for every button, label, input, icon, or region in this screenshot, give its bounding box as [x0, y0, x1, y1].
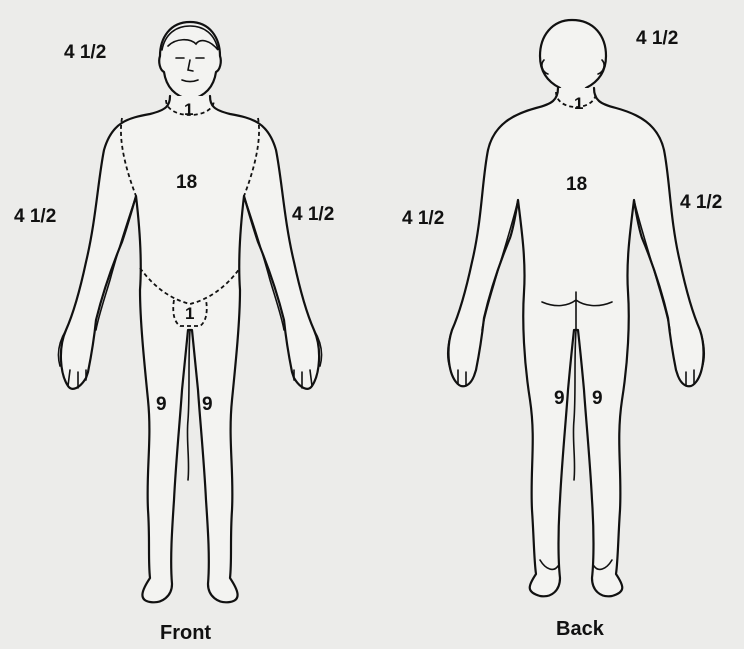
front-leg-divider [187, 330, 190, 480]
back-head-percent: 4 1/2 [636, 28, 678, 50]
front-genital-percent: 1 [185, 304, 194, 324]
back-right-leg-percent: 9 [592, 388, 603, 410]
front-neck-percent: 1 [184, 100, 193, 120]
front-left-leg-percent: 9 [156, 394, 167, 416]
back-leg-divider [573, 330, 576, 480]
back-left-arm-percent: 4 1/2 [402, 208, 444, 230]
front-right-arm-percent: 4 1/2 [292, 204, 334, 226]
front-left-arm-percent: 4 1/2 [14, 206, 56, 228]
front-right-leg-percent: 9 [202, 394, 213, 416]
back-right-arm-percent: 4 1/2 [680, 192, 722, 214]
back-trunk-percent: 18 [566, 174, 587, 196]
back-left-leg-percent: 9 [554, 388, 565, 410]
back-head [540, 20, 606, 91]
front-head-percent: 4 1/2 [64, 42, 106, 64]
back-neck-percent: 1 [574, 94, 583, 114]
back-caption: Back [556, 618, 604, 641]
front-caption: Front [160, 622, 211, 645]
front-trunk-percent: 18 [176, 172, 197, 194]
